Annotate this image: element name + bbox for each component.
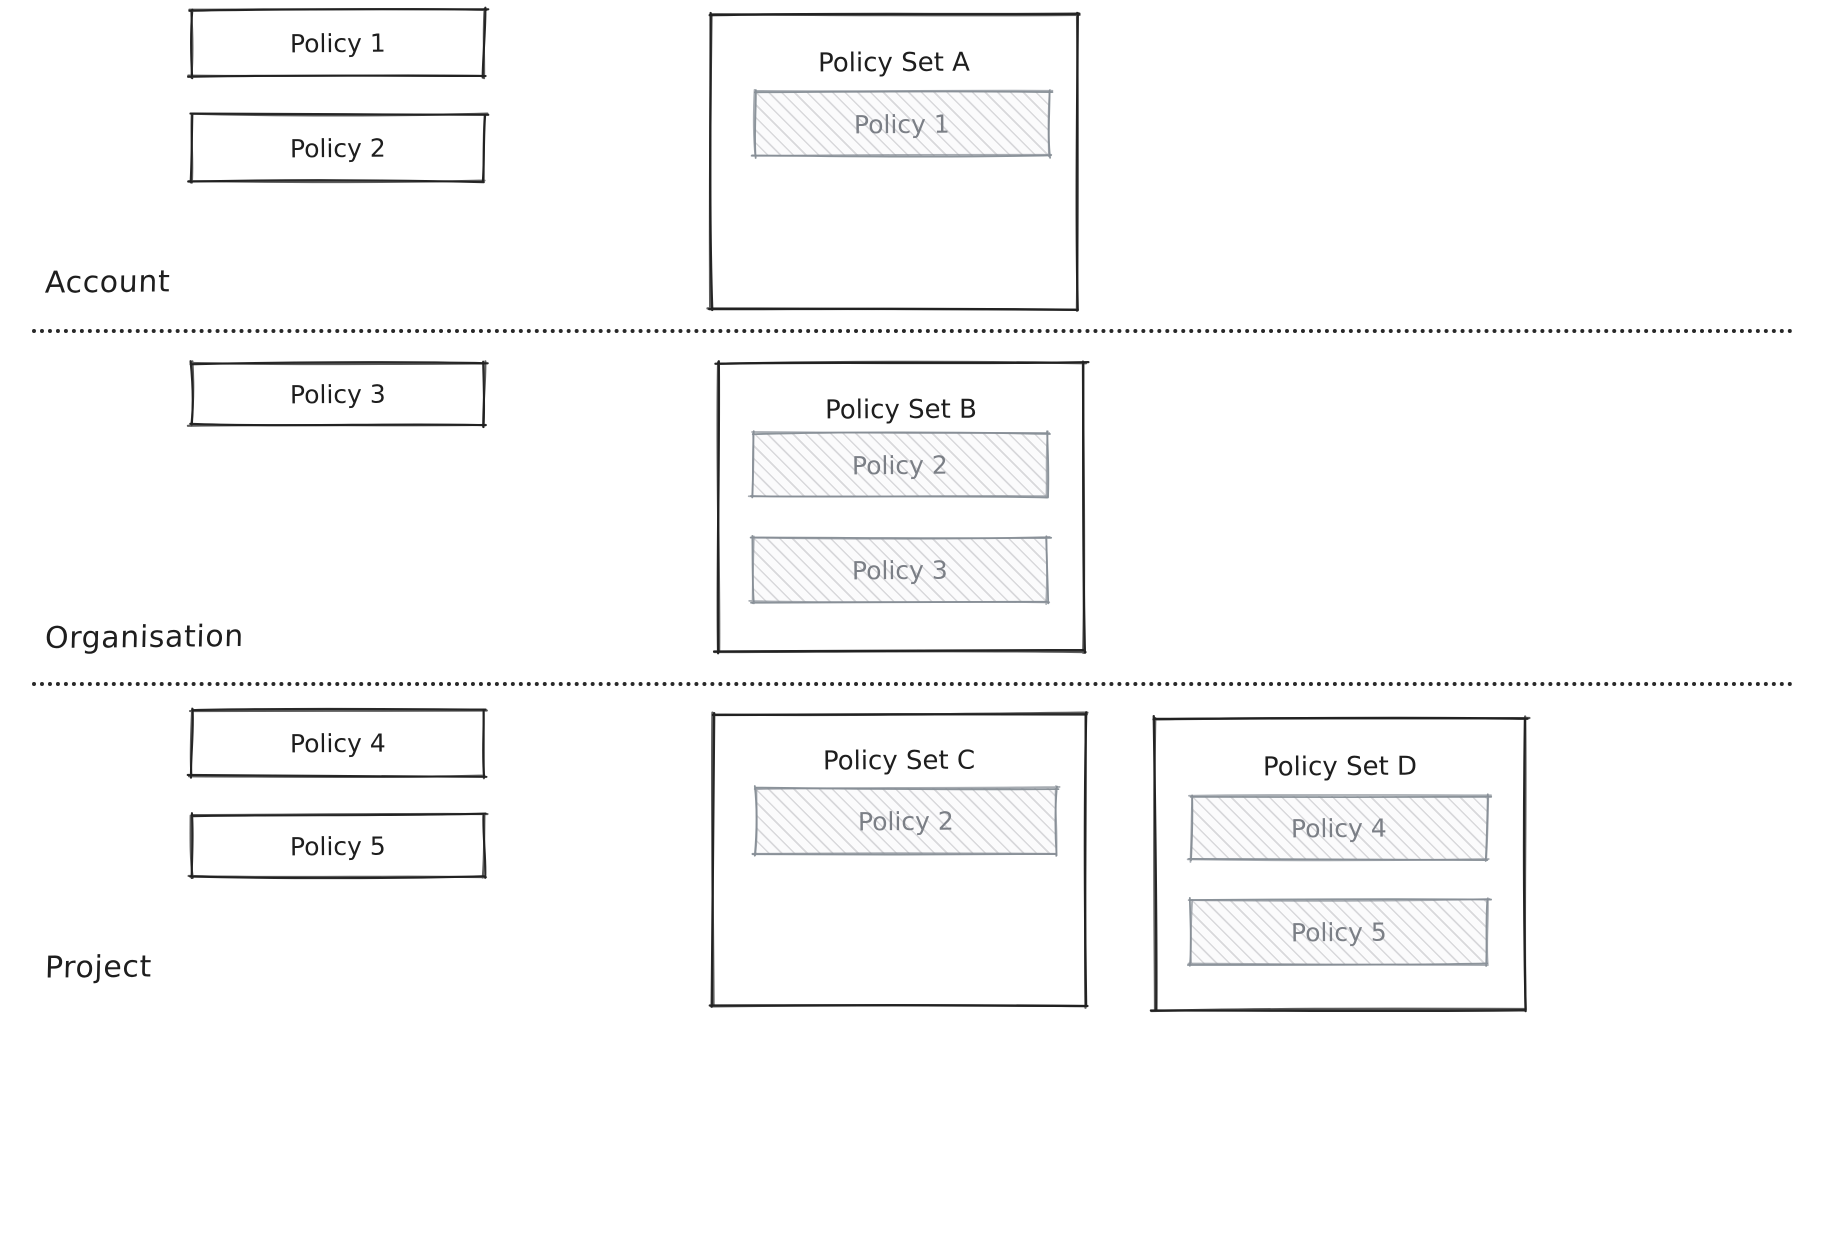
policy-set-member-label: Policy 5 (1291, 917, 1387, 947)
policy-box-label: Policy 4 (290, 728, 386, 758)
policy-box[interactable]: Policy 1 (187, 6, 490, 80)
policy-set-title: Policy Set B (824, 394, 977, 426)
policy-set-title: Policy Set C (822, 745, 976, 777)
policy-box[interactable]: Policy 5 (187, 812, 489, 880)
tier-label-account: Account (44, 264, 171, 301)
policy-box-label: Policy 2 (290, 133, 386, 163)
policy-set-member-label: Policy 4 (1291, 813, 1387, 843)
policy-set-title: Policy Set A (818, 47, 970, 79)
policy-box-label: Policy 1 (290, 28, 386, 58)
tier-label-organisation: Organisation (44, 618, 245, 657)
policy-set-member[interactable]: Policy 5 (1186, 897, 1493, 967)
policy-set-member[interactable]: Policy 3 (748, 534, 1053, 605)
policy-set-member-label: Policy 2 (852, 450, 948, 480)
policy-set-member[interactable]: Policy 2 (751, 785, 1061, 857)
tier-divider-2 (32, 682, 1794, 686)
policy-box-label: Policy 3 (290, 379, 386, 409)
policy-box[interactable]: Policy 2 (187, 112, 490, 184)
policy-set-member-label: Policy 2 (858, 806, 954, 836)
policy-set-member[interactable]: Policy 4 (1186, 793, 1493, 863)
policy-set-member-label: Policy 3 (852, 555, 948, 585)
policy-set-member-label: Policy 1 (854, 109, 950, 139)
policy-set-container[interactable]: Policy Set A Policy 1 (706, 11, 1081, 312)
policy-box[interactable]: Policy 3 (186, 360, 489, 429)
policy-set-container[interactable]: Policy Set D Policy 4 Policy 5 (1149, 714, 1531, 1013)
policy-set-container[interactable]: Policy Set C Policy 2 (708, 711, 1089, 1009)
policy-box-label: Policy 5 (290, 831, 386, 861)
policy-set-member[interactable]: Policy 1 (750, 89, 1054, 159)
policy-set-title: Policy Set D (1262, 751, 1418, 783)
policy-box[interactable]: Policy 4 (186, 707, 488, 780)
tier-label-project: Project (44, 949, 153, 986)
policy-set-container[interactable]: Policy Set B Policy 2 Policy 3 (712, 360, 1090, 655)
policy-set-member[interactable]: Policy 2 (747, 430, 1051, 499)
tier-divider-1 (32, 329, 1794, 333)
